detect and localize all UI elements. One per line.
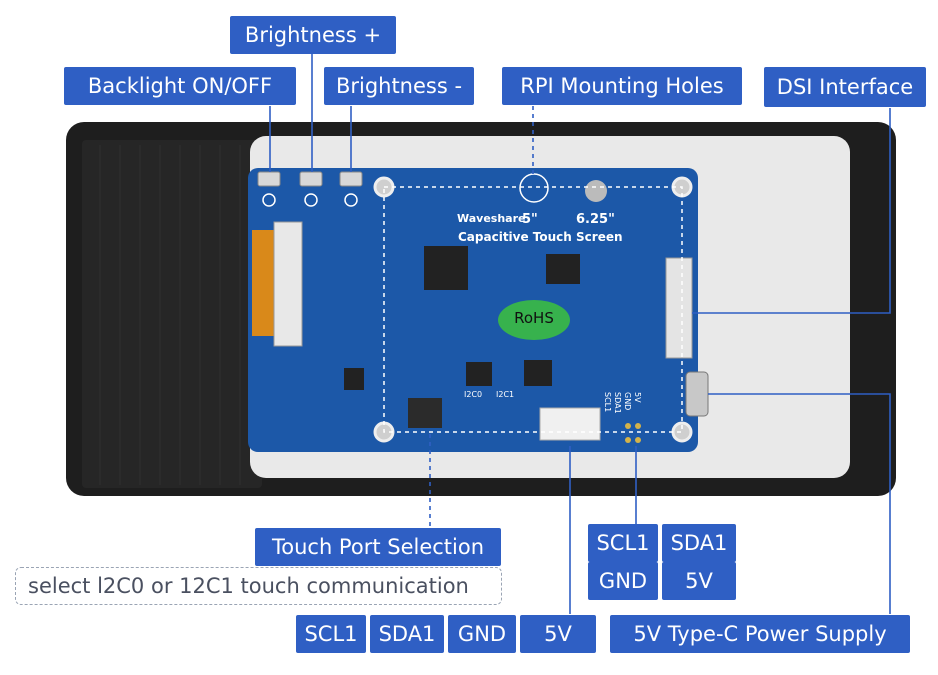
leader-lines: [269, 53, 891, 614]
i2c-sda-label: SDA1: [662, 524, 736, 562]
bottom-scl-label: SCL1: [296, 615, 366, 653]
bottom-sda-label: SDA1: [370, 615, 444, 653]
mounting-holes-outline: [383, 186, 683, 433]
dsi-label: DSI Interface: [764, 67, 926, 107]
touch-port-note: select l2C0 or 12C1 touch communication: [15, 567, 502, 605]
touch-port-label: Touch Port Selection: [255, 528, 501, 566]
backlight-label: Backlight ON/OFF: [64, 67, 296, 105]
board-header-pin-label: 5V: [633, 392, 642, 403]
dsi-connector: [665, 257, 693, 359]
buttons: [257, 171, 363, 207]
fpc-cover: [82, 140, 262, 488]
header-connector: [539, 407, 601, 441]
power-supply-label: 5V Type-C Power Supply: [610, 615, 910, 653]
brightness-plus-label: Brightness +: [230, 16, 396, 54]
rohs-badge: [498, 300, 570, 340]
usb-c-port: [685, 371, 709, 417]
i2c-gnd-label: GND: [588, 562, 658, 600]
board-header-pin-label: SCL1: [603, 392, 612, 413]
i2c0-label: I2C0: [464, 390, 483, 399]
brightness-minus-label: Brightness -: [324, 67, 474, 105]
i2c-5v-label: 5V: [662, 562, 736, 600]
fpc-connector: [252, 230, 274, 336]
mounting-holes: [373, 176, 693, 443]
board-subtitle: Capacitive Touch Screen: [458, 230, 623, 244]
i2c1-label: I2C1: [496, 390, 515, 399]
bottom-5v-label: 5V: [520, 615, 596, 653]
mounting-holes-label: RPI Mounting Holes: [502, 67, 742, 105]
board-header-pin-label: GND: [623, 392, 632, 411]
main-chip: [424, 246, 468, 290]
i2c-scl-label: SCL1: [588, 524, 658, 562]
rohs-text: RoHS: [514, 309, 554, 327]
board-size-a: 5": [522, 212, 538, 227]
board-brand: Waveshare: [457, 212, 526, 225]
board-header-pin-label: SDA1: [613, 392, 622, 414]
board-size-b: 6.25": [576, 212, 615, 227]
bottom-gnd-label: GND: [448, 615, 516, 653]
